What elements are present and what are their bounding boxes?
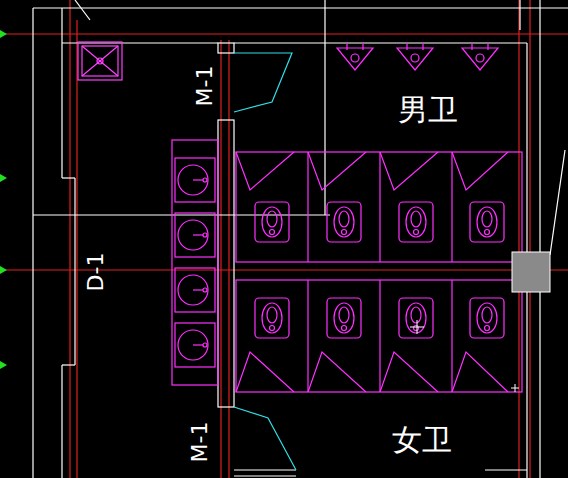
urinal (462, 48, 498, 70)
partition (307, 152, 308, 262)
partition (379, 280, 380, 392)
squat-pan-base (399, 202, 433, 242)
sink-outline (175, 323, 215, 367)
stall-door (308, 352, 366, 392)
squat-drain (270, 230, 275, 235)
door-tag: D-1 (85, 253, 107, 292)
sink-line (193, 344, 203, 345)
door-tag: M-1 (194, 66, 216, 107)
squat-drain (342, 326, 347, 331)
squat-pan-inner (411, 307, 421, 323)
walls (33, 0, 568, 478)
sink-line (193, 234, 203, 235)
squat-drain (414, 230, 419, 235)
sink-outline (175, 268, 215, 312)
urinal-drain (351, 54, 359, 62)
squat-drain (270, 326, 275, 331)
sink-tap (203, 233, 207, 237)
partition (379, 152, 380, 262)
squat-pan-base (327, 202, 361, 242)
marks (410, 320, 519, 392)
squat-drain (414, 326, 419, 331)
partition (307, 280, 308, 392)
squat-pan-inner (482, 211, 492, 227)
squat-pan-inner (411, 211, 421, 227)
urinal-pipe (406, 43, 407, 50)
squat-pan-base (255, 298, 289, 338)
urinal-pipe (471, 43, 472, 50)
sink-line (193, 289, 203, 290)
room-name: 女卫 (392, 425, 452, 455)
sanitary-fixtures (172, 43, 522, 392)
squat-pan-inner (267, 307, 277, 323)
urinal (337, 48, 373, 70)
squat-pan-inner (339, 307, 349, 323)
squat-pan (334, 303, 354, 333)
urinal-pipe (362, 43, 363, 50)
squat-pan (334, 207, 354, 237)
squat-pan (477, 303, 497, 333)
squat-pan (262, 303, 282, 333)
stall-door (236, 352, 294, 392)
squat-pan-base (327, 298, 361, 338)
squat-drain (485, 326, 490, 331)
stall-door (236, 152, 294, 190)
door-tag: M-1 (189, 422, 211, 463)
sink-bowl (178, 275, 208, 305)
sink-tap (203, 343, 207, 347)
squat-pan-base (470, 298, 504, 338)
grid-markers (0, 30, 7, 369)
squat-pan (477, 207, 497, 237)
squat-pan-inner (482, 307, 492, 323)
sink-outline (175, 213, 215, 257)
stall-door (452, 352, 508, 392)
squat-pan (406, 207, 426, 237)
squat-drain (342, 230, 347, 235)
partition (451, 152, 452, 262)
squat-pan (406, 303, 426, 333)
sink-line (193, 179, 203, 180)
stall-door (452, 152, 508, 190)
column (512, 252, 550, 292)
urinal (397, 48, 433, 70)
sink-bowl (178, 330, 208, 360)
partition (451, 280, 452, 392)
urinal-pipe (422, 43, 423, 50)
squat-pan-inner (339, 211, 349, 227)
sink-tap (203, 288, 207, 292)
urinal-pipe (487, 43, 488, 50)
squat-pan-base (399, 298, 433, 338)
stall-door (380, 152, 438, 190)
squat-pan (262, 207, 282, 237)
squat-drain (485, 230, 490, 235)
floor-drain (78, 42, 122, 80)
squat-pan-inner (267, 211, 277, 227)
room-name: 男卫 (398, 95, 458, 125)
urinal-drain (411, 54, 419, 62)
stall-door (308, 152, 366, 190)
sink-tap (203, 178, 207, 182)
stall-door (380, 352, 438, 392)
sink-outline (175, 158, 215, 202)
squat-pan-base (470, 202, 504, 242)
urinal-drain (476, 54, 484, 62)
urinal-pipe (346, 43, 347, 50)
sink-bowl (178, 220, 208, 250)
sink-bowl (178, 165, 208, 195)
squat-pan-base (255, 202, 289, 242)
